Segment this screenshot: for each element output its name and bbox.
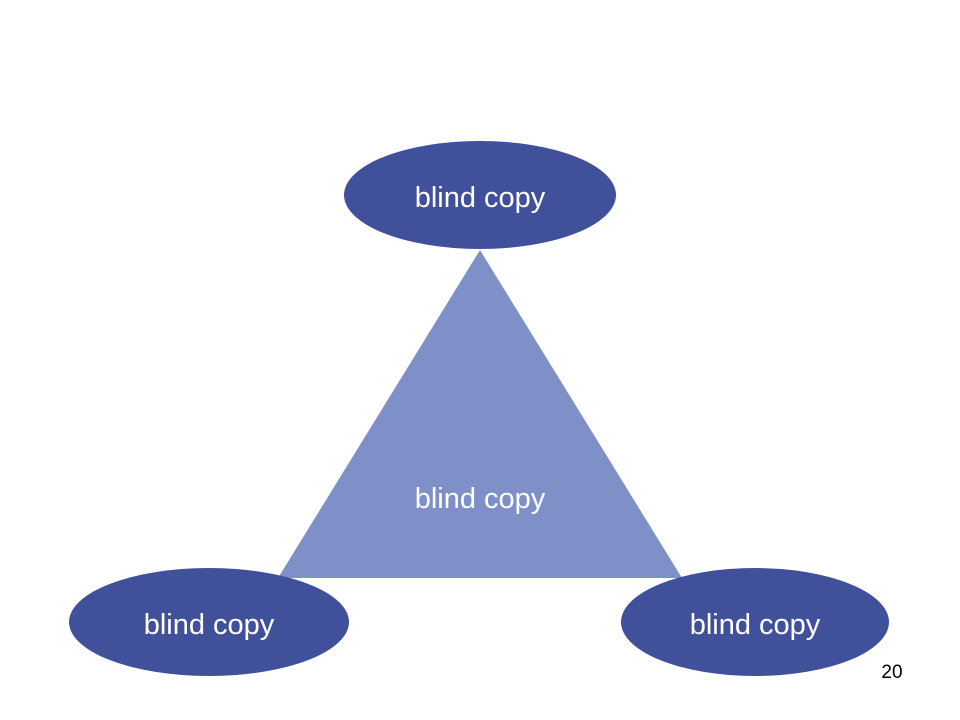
node-bottom-left-label: blind copy bbox=[144, 609, 275, 641]
node-bottom-right-ellipse bbox=[621, 568, 889, 676]
node-top-ellipse bbox=[344, 141, 616, 249]
node-bottom-right-label: blind copy bbox=[690, 609, 821, 641]
node-bottom-left-ellipse bbox=[69, 568, 349, 676]
center-triangle bbox=[278, 250, 682, 578]
page-number: 20 bbox=[881, 662, 903, 683]
center-triangle-label: blind copy bbox=[415, 483, 546, 515]
node-bottom-right: blind copy bbox=[621, 568, 889, 676]
node-top: blind copy bbox=[344, 141, 616, 249]
node-top-label: blind copy bbox=[415, 182, 546, 214]
node-bottom-left: blind copy bbox=[69, 568, 349, 676]
